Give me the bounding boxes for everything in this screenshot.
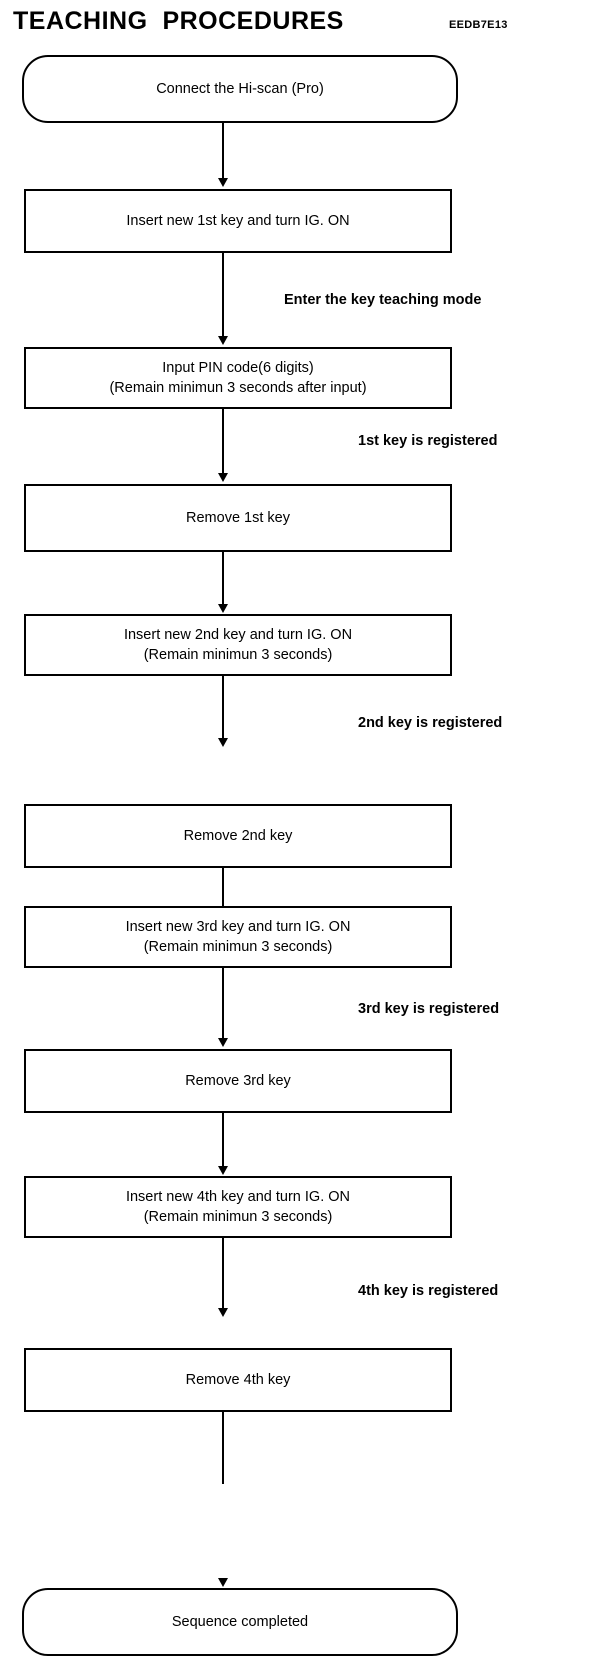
arrow-head-icon [218, 738, 228, 747]
flow-connector-key1-remove-to-key2-insert [222, 552, 224, 608]
arrow-head-icon [218, 1578, 228, 1587]
arrow-head-icon [218, 1308, 228, 1317]
arrow-head-icon [218, 473, 228, 482]
document-header: TEACHING PROCEDURES EEDB7E13 [0, 0, 608, 44]
edge-note-key3-registered: 3rd key is registered [358, 1001, 500, 1017]
flow-node-key3-remove[interactable]: Remove 3rd key [24, 1049, 452, 1113]
flow-node-label: Remove 2nd key [183, 828, 293, 844]
flow-connector-key4-remove-to-end [222, 1412, 224, 1484]
edge-note-key2-registered: 2nd key is registered [358, 715, 503, 731]
flow-connector-key2-remove-to-key3-insert [222, 868, 224, 924]
arrow-head-icon [218, 604, 228, 613]
flow-node-label: Insert new 4th key and turn IG. ON (Rema… [125, 1189, 351, 1225]
flow-node-label: Sequence completed [171, 1614, 309, 1630]
flow-node-key2-insert[interactable]: Insert new 2nd key and turn IG. ON (Rema… [24, 614, 452, 676]
flow-node-start[interactable]: Connect the Hi-scan (Pro) [22, 55, 458, 123]
flow-connector-key3-remove-to-key4-insert [222, 1113, 224, 1171]
edge-note-key4-registered: 4th key is registered [358, 1283, 499, 1299]
flow-node-label: Remove 1st key [186, 510, 290, 526]
flow-connector-key3-insert-to-key3-remove [222, 968, 224, 1042]
flow-connector-key1-insert-to-pin [222, 253, 224, 341]
flow-node-pin[interactable]: Input PIN code(6 digits) (Remain minimun… [24, 347, 452, 409]
document-code: EEDB7E13 [449, 19, 508, 31]
edge-note-key1-registered: 1st key is registered [358, 433, 498, 449]
flow-node-key2-remove[interactable]: Remove 2nd key [24, 804, 452, 868]
flow-node-label: Remove 3rd key [185, 1073, 291, 1089]
flow-connector-key2-insert-to-key2-remove [222, 676, 224, 742]
arrow-head-icon [218, 1166, 228, 1175]
flow-node-end[interactable]: Sequence completed [22, 1588, 458, 1656]
arrow-head-icon [218, 178, 228, 187]
flow-node-key3-insert[interactable]: Insert new 3rd key and turn IG. ON (Rema… [24, 906, 452, 968]
flow-connector-key4-insert-to-key4-remove [222, 1238, 224, 1312]
arrow-head-icon [218, 336, 228, 345]
flow-node-label: Connect the Hi-scan (Pro) [156, 81, 324, 97]
flow-connector-start-to-key1-insert [222, 123, 224, 183]
flow-node-label: Insert new 1st key and turn IG. ON [126, 213, 350, 229]
flow-node-label: Remove 4th key [185, 1372, 291, 1388]
flow-connector-pin-to-key1-remove [222, 409, 224, 477]
flow-node-label: Insert new 3rd key and turn IG. ON (Rema… [125, 919, 351, 955]
arrow-head-icon [218, 1038, 228, 1047]
flow-node-key4-insert[interactable]: Insert new 4th key and turn IG. ON (Rema… [24, 1176, 452, 1238]
flow-node-key1-remove[interactable]: Remove 1st key [24, 484, 452, 552]
flow-node-label: Insert new 2nd key and turn IG. ON (Rema… [123, 627, 353, 663]
flow-node-key1-insert[interactable]: Insert new 1st key and turn IG. ON [24, 189, 452, 253]
flow-node-key4-remove[interactable]: Remove 4th key [24, 1348, 452, 1412]
flow-node-label: Input PIN code(6 digits) (Remain minimun… [109, 360, 367, 396]
page-title: TEACHING PROCEDURES [13, 7, 344, 35]
edge-note-teaching-mode: Enter the key teaching mode [284, 292, 482, 308]
